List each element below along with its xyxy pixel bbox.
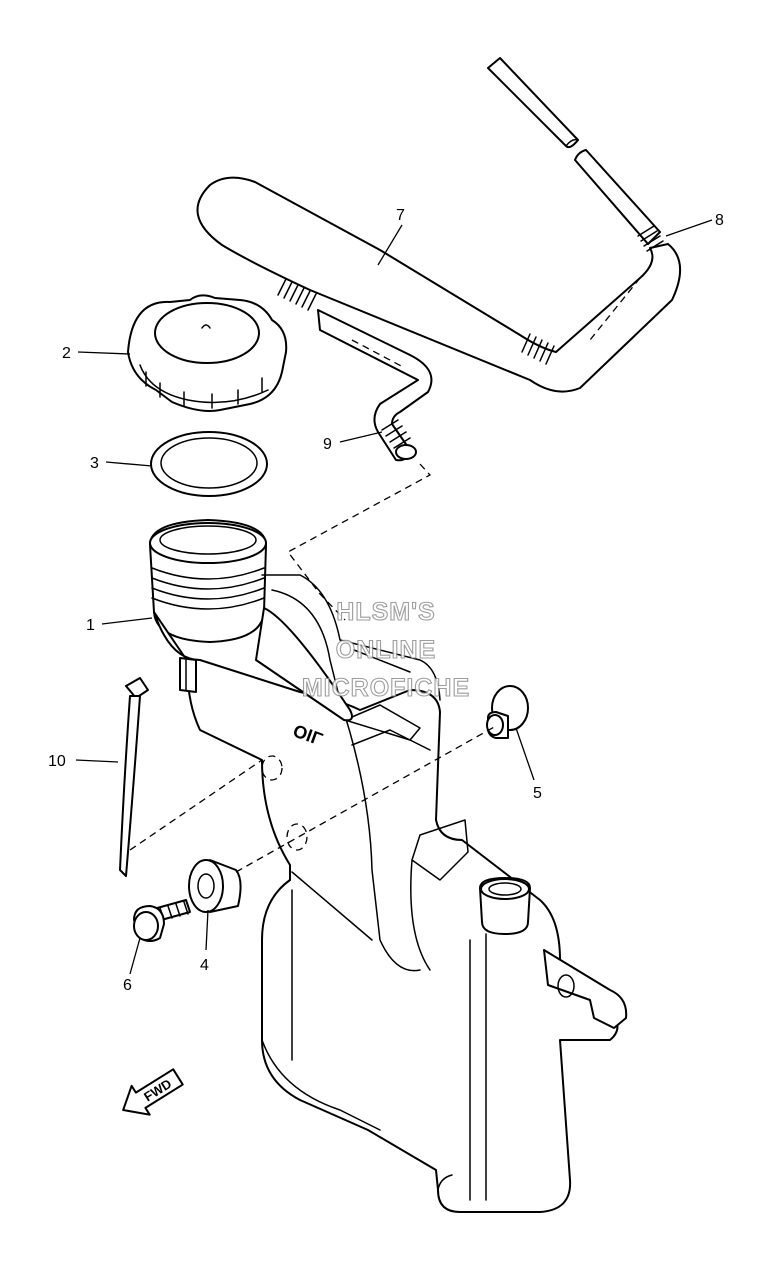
callout-6: 6	[123, 977, 132, 994]
assembly-line-grommet	[235, 725, 497, 873]
forward-direction-arrow: FWD	[122, 1068, 184, 1116]
hose-joint-left	[277, 278, 317, 311]
callout-9: 9	[323, 436, 332, 453]
leader-lines	[75, 219, 713, 975]
collar-4[interactable]	[188, 859, 242, 913]
watermark-line-3: MICROFICHE	[302, 674, 470, 702]
hose-joint-upper-right	[637, 225, 664, 252]
hose-8[interactable]	[487, 57, 661, 245]
o-ring-3[interactable]	[150, 431, 268, 497]
callout-2: 2	[62, 345, 71, 362]
callout-8: 8	[715, 212, 724, 229]
hose-joint-lower-right	[521, 333, 555, 365]
hose-9[interactable]	[317, 309, 433, 462]
bolt-6[interactable]	[133, 899, 191, 942]
callout-10: 10	[48, 753, 66, 770]
watermark: HLSM'S ONLINE MICROFICHE	[301, 597, 470, 702]
hose-7[interactable]	[196, 176, 682, 393]
oil-tank-1[interactable]	[149, 519, 628, 1213]
watermark-line-2: ONLINE	[336, 636, 436, 664]
callout-5: 5	[533, 785, 542, 802]
callout-4: 4	[200, 957, 209, 974]
grommet-5[interactable]	[486, 685, 529, 739]
oil-filler-cap-2[interactable]	[127, 294, 288, 412]
callout-3: 3	[90, 455, 99, 472]
cable-tie-10[interactable]	[119, 677, 149, 877]
callout-7: 7	[396, 207, 405, 224]
callout-1: 1	[86, 617, 95, 634]
assembly-line-tie	[129, 759, 263, 851]
watermark-line-1: HLSM'S	[336, 598, 435, 626]
